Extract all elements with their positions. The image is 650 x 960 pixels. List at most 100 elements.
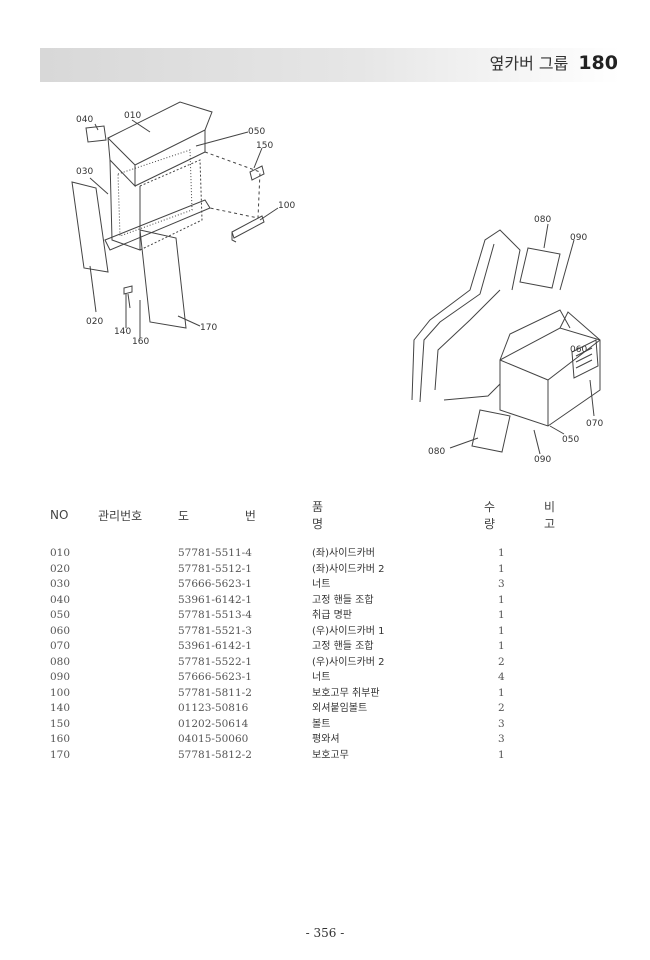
part-quantity: 3 [498, 578, 505, 590]
part-quantity: 2 [498, 702, 505, 714]
table-row: 170 57781-5812-2 보호고무 1 [50, 748, 610, 764]
callout-170: 170 [200, 323, 217, 333]
header-drawing-number: 도 번 [178, 508, 282, 523]
part-no: 080 [50, 655, 71, 668]
part-drawing-number: 57781-5512-1 [178, 562, 252, 575]
part-name: (좌)사이드카버 [312, 548, 376, 559]
table-header-row: NO 관리번호 도 번 품 명 수 량 비 고 [50, 498, 610, 546]
part-no: 170 [50, 748, 71, 761]
part-drawing-number: 57781-5812-2 [178, 748, 252, 761]
part-note [544, 624, 610, 640]
part-note [544, 546, 610, 562]
part-no: 150 [50, 717, 71, 730]
callout-020: 020 [86, 317, 103, 327]
part-mgmt-number [98, 562, 178, 578]
part-name: 너트 [312, 579, 331, 590]
table-row: 160 04015-50060 평와셔 3 [50, 732, 610, 748]
part-quantity: 1 [498, 748, 505, 761]
part-quantity: 1 [498, 624, 505, 637]
part-note [544, 732, 610, 748]
header-quantity: 수 량 [484, 500, 510, 531]
part-no: 160 [50, 733, 71, 745]
parts-illustration: 040 010 050 150 030 100 020 140 160 170 … [71, 101, 603, 465]
header-mgmt-number: 관리번호 [98, 508, 143, 523]
part-drawing-number: 57666-5623-1 [178, 671, 252, 683]
header-no: NO [50, 508, 69, 522]
part-drawing-number: 04015-50060 [178, 733, 249, 745]
part-note [544, 639, 610, 655]
part-mgmt-number [98, 577, 178, 593]
page-number: - 356 - [305, 926, 345, 940]
part-no: 140 [50, 702, 71, 714]
callout-090-bottom: 090 [534, 455, 551, 465]
part-drawing-number: 01202-50614 [178, 717, 249, 730]
callout-040: 040 [76, 115, 93, 125]
part-mgmt-number [98, 701, 178, 717]
part-mgmt-number [98, 670, 178, 686]
part-name: 보호고무 취부판 [312, 687, 380, 699]
callout-030: 030 [76, 167, 93, 177]
part-mgmt-number [98, 546, 178, 562]
part-name: 보호고무 [312, 749, 349, 761]
callout-010: 010 [124, 111, 141, 121]
part-name: 볼트 [312, 718, 331, 730]
part-no: 030 [50, 578, 71, 590]
part-quantity: 4 [498, 671, 505, 683]
part-note [544, 748, 610, 764]
part-quantity: 1 [498, 686, 505, 699]
part-name: (좌)사이드카버 2 [312, 563, 385, 575]
part-no: 010 [50, 547, 71, 559]
part-mgmt-number [98, 655, 178, 671]
part-note [544, 608, 610, 624]
callout-150: 150 [256, 141, 273, 151]
callout-080-top: 080 [534, 215, 551, 225]
part-name: 취급 명판 [312, 610, 352, 621]
part-note [544, 670, 610, 686]
part-quantity: 2 [498, 655, 505, 668]
part-mgmt-number [98, 686, 178, 702]
part-name: (우)사이드카버 1 [312, 625, 385, 637]
part-name: 외셔붙임볼트 [312, 703, 368, 714]
callout-060: 060 [570, 345, 587, 355]
callout-080-bottom: 080 [428, 447, 445, 457]
callout-050: 050 [248, 127, 265, 137]
part-drawing-number: 53961-6142-1 [178, 640, 252, 652]
part-quantity: 1 [498, 547, 505, 559]
part-mgmt-number [98, 624, 178, 640]
part-quantity: 1 [498, 640, 505, 652]
header-band [40, 48, 620, 82]
part-drawing-number: 57781-5511-4 [178, 547, 252, 559]
parts-table: NO 관리번호 도 번 품 명 수 량 비 고 010 57781-5511-4 (… [50, 498, 610, 763]
callout-070: 070 [586, 419, 603, 429]
part-mgmt-number [98, 608, 178, 624]
part-drawing-number: 53961-6142-1 [178, 593, 252, 606]
part-no: 040 [50, 593, 71, 606]
part-drawing-number: 57781-5521-3 [178, 624, 252, 637]
part-quantity: 3 [498, 733, 505, 745]
part-drawing-number: 57781-5522-1 [178, 655, 252, 668]
part-no: 100 [50, 686, 71, 699]
part-name: 고정 핸들 조합 [312, 594, 374, 606]
part-note [544, 562, 610, 578]
page-header: 옆카버 그룹 180 [490, 50, 618, 76]
part-note [544, 593, 610, 609]
part-name: 고정 핸들 조합 [312, 641, 374, 652]
part-name: 평와셔 [312, 734, 340, 745]
callout-090-top: 090 [570, 233, 587, 243]
part-mgmt-number [98, 639, 178, 655]
callout-140: 140 [114, 327, 131, 337]
group-number: 180 [578, 52, 618, 74]
part-drawing-number: 57781-5513-4 [178, 609, 252, 621]
part-note [544, 701, 610, 717]
part-quantity: 1 [498, 562, 505, 575]
part-no: 050 [50, 609, 71, 621]
